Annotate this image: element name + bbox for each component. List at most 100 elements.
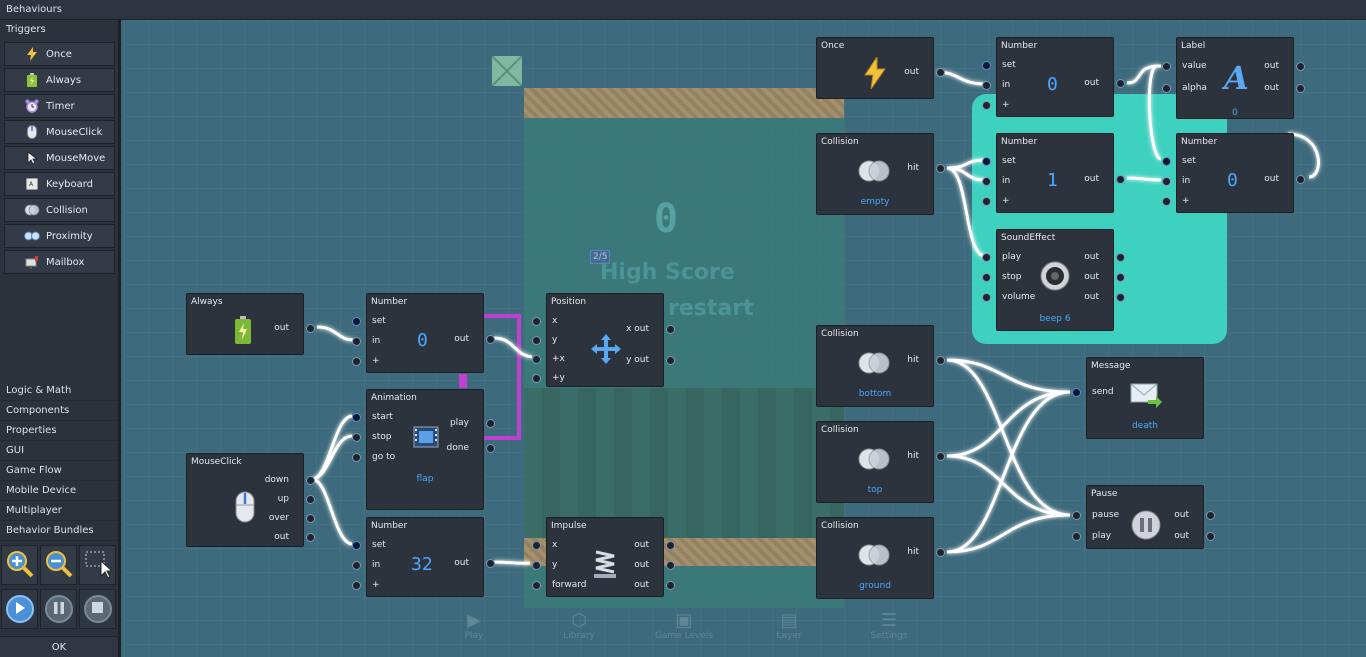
output-connector[interactable] [1296,62,1305,71]
trigger-once[interactable]: Once [4,42,115,66]
output-connector[interactable] [1116,293,1125,302]
block-soundeffect[interactable]: SoundEffect play stop volume out out out… [982,229,1125,331]
trigger-keyboard[interactable]: A Keyboard [4,172,115,196]
output-connector[interactable] [936,164,945,173]
select-tool-button[interactable] [79,545,116,585]
category-logic-math[interactable]: Logic & Math [0,381,118,401]
collision-target[interactable]: bottom [858,389,892,399]
trigger-always[interactable]: Always [4,68,115,92]
input-connector[interactable] [352,561,361,570]
input-connector[interactable] [1162,62,1171,71]
input-connector[interactable] [982,273,991,282]
output-connector[interactable] [666,356,675,365]
input-connector[interactable] [982,293,991,302]
number-value[interactable]: 0 [1047,74,1058,95]
output-connector[interactable] [1116,175,1125,184]
input-connector[interactable] [1162,177,1171,186]
trigger-timer[interactable]: Timer [4,94,115,118]
stop-button[interactable] [79,589,116,629]
output-connector[interactable] [936,548,945,557]
block-collision-bottom[interactable]: Collision hit bottom [816,325,945,407]
input-connector[interactable] [532,355,541,364]
output-connector[interactable] [306,324,315,333]
block-number-b[interactable]: Number set in + 32 out [352,517,495,597]
output-connector[interactable] [306,495,315,504]
number-value[interactable]: 1 [1047,170,1058,191]
input-connector[interactable] [352,541,361,550]
input-connector[interactable] [982,157,991,166]
zoom-in-button[interactable] [1,545,38,585]
output-connector[interactable] [666,561,675,570]
block-label[interactable]: Label value alpha A out out 0 [1162,37,1305,119]
nav-layer[interactable]: ▤Layer [776,610,802,641]
block-collision-empty[interactable]: Collision hit empty [816,133,945,215]
collision-target[interactable]: empty [860,197,890,207]
trigger-proximity[interactable]: Proximity [4,224,115,248]
ok-button[interactable]: OK [0,636,118,657]
trigger-mailbox[interactable]: Mailbox [4,250,115,274]
block-collision-top[interactable]: Collision hit top [816,421,945,503]
input-connector[interactable] [352,413,361,422]
output-connector[interactable] [306,476,315,485]
message-name[interactable]: death [1132,421,1158,431]
output-connector[interactable] [486,444,495,453]
nav-game-levels[interactable]: ▣Game Levels [654,610,714,641]
input-connector[interactable] [1072,388,1081,397]
output-connector[interactable] [1116,273,1125,282]
output-connector[interactable] [936,356,945,365]
block-pause[interactable]: Pause pause play out out [1072,485,1215,549]
block-message[interactable]: Message send death [1072,357,1204,439]
behavior-canvas[interactable]: 0 2/5 High Score restart ▶Play ⬡Library … [124,20,1366,657]
input-connector[interactable] [532,336,541,345]
collision-target[interactable]: ground [859,581,891,591]
output-connector[interactable] [1116,253,1125,262]
input-connector[interactable] [982,101,991,110]
output-connector[interactable] [486,559,495,568]
animation-name[interactable]: flap [416,474,434,484]
nav-play[interactable]: ▶Play [464,610,484,641]
block-number-c[interactable]: Number set in + 0 out [982,37,1125,117]
output-connector[interactable] [486,419,495,428]
input-connector[interactable] [532,581,541,590]
output-connector[interactable] [1206,532,1215,541]
input-connector[interactable] [352,317,361,326]
input-connector[interactable] [1072,511,1081,520]
pause-button[interactable] [40,589,77,629]
block-animation[interactable]: Animation start stop go to play done fla… [352,389,495,510]
input-connector[interactable] [532,374,541,383]
output-connector[interactable] [936,68,945,77]
input-connector[interactable] [1162,157,1171,166]
input-connector[interactable] [982,61,991,70]
category-game-flow[interactable]: Game Flow [0,461,118,481]
block-number-e[interactable]: Number set in + 0 out [1162,133,1305,213]
input-connector[interactable] [352,453,361,462]
input-connector[interactable] [982,197,991,206]
trigger-mouseclick[interactable]: MouseClick [4,120,115,144]
number-value[interactable]: 32 [411,554,433,575]
input-connector[interactable] [352,581,361,590]
output-connector[interactable] [306,514,315,523]
input-connector[interactable] [982,253,991,262]
output-connector[interactable] [666,581,675,590]
input-connector[interactable] [532,561,541,570]
output-connector[interactable] [306,533,315,542]
output-connector[interactable] [1296,175,1305,184]
input-connector[interactable] [1162,197,1171,206]
output-connector[interactable] [486,335,495,344]
input-connector[interactable] [532,541,541,550]
output-connector[interactable] [1206,511,1215,520]
sound-name[interactable]: beep 6 [1039,314,1071,324]
trigger-collision[interactable]: Collision [4,198,115,222]
zoom-out-button[interactable] [40,545,77,585]
category-gui[interactable]: GUI [0,441,118,461]
input-connector[interactable] [532,317,541,326]
output-connector[interactable] [936,452,945,461]
block-position[interactable]: Position x y +x +y x out y out [532,293,675,387]
block-number-d[interactable]: Number set in + 1 out [982,133,1125,213]
input-connector[interactable] [352,433,361,442]
number-value[interactable]: 0 [1227,170,1238,191]
block-number-a[interactable]: Number set in + 0 out [352,293,495,373]
label-text[interactable]: 0 [1232,108,1238,118]
input-connector[interactable] [352,357,361,366]
output-connector[interactable] [1296,84,1305,93]
